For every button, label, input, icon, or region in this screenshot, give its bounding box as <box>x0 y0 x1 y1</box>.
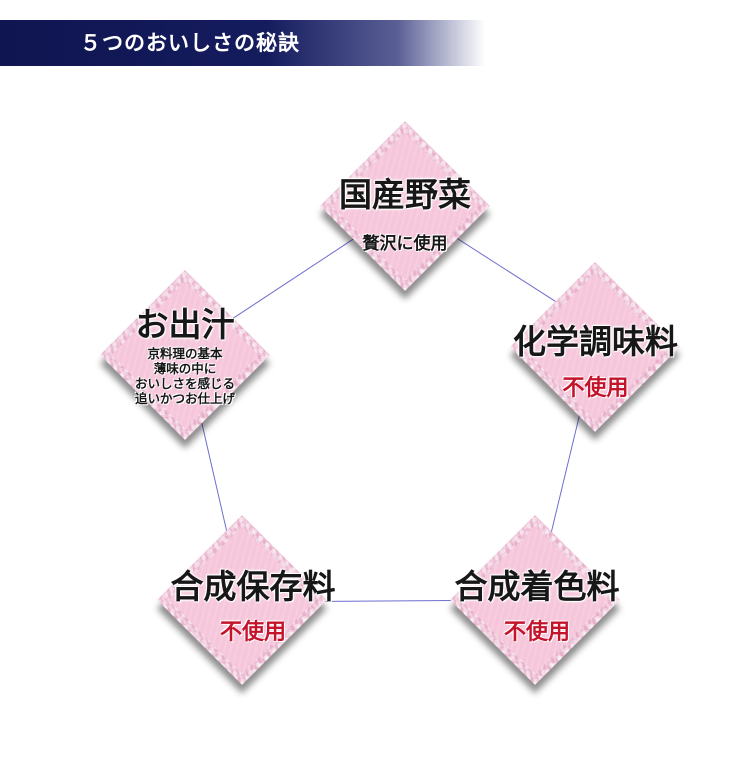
page-title: ５つのおいしさの秘訣 <box>80 30 300 55</box>
secret-line-4: 追いかつお仕上げ <box>134 391 235 406</box>
secret-line-2: 薄味の中に <box>153 361 217 376</box>
secret-line-3: おいしさを感じる <box>134 376 235 391</box>
secret-sub-top: 贅沢に使用 <box>362 234 448 254</box>
header-bar <box>0 20 485 66</box>
secret-line-1: 京料理の基本 <box>147 346 223 361</box>
secret-sub-bottom-left: 不使用 <box>219 619 286 645</box>
secret-sub-right: 不使用 <box>562 375 629 401</box>
secret-sub-bottom-right: 不使用 <box>503 619 570 645</box>
secret-title-left: お出汁 <box>135 305 235 344</box>
secret-title-right: 化学調味料 <box>513 322 678 361</box>
secret-title-top: 国産野菜 <box>339 175 471 214</box>
secret-title-bottom-left: 合成保存料 <box>170 567 336 606</box>
secret-title-bottom-right: 合成着色料 <box>454 567 620 606</box>
